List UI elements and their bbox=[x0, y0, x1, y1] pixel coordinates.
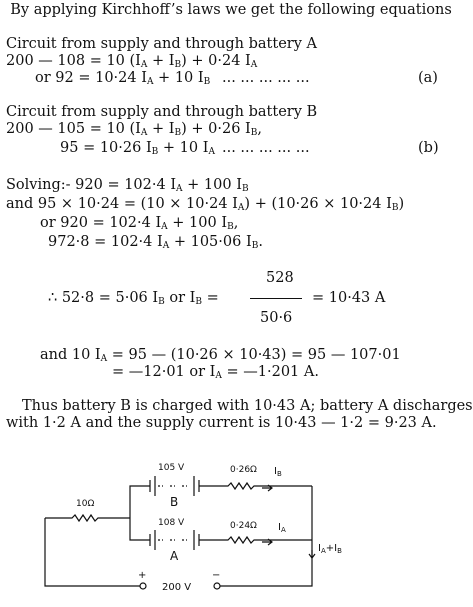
supply-plus: + bbox=[138, 570, 146, 581]
arrow-total bbox=[308, 550, 316, 559]
eq-a-dots: ... ... ... ... ... bbox=[222, 70, 310, 86]
battery-a-plates bbox=[149, 530, 200, 550]
total-current-label: IA+IB bbox=[318, 543, 342, 555]
fraction-line: ∴ 52·8 = 5·06 IB or IB = bbox=[48, 290, 219, 307]
fraction-numerator: 528 bbox=[266, 270, 294, 286]
battery-b-voltage: 105 V bbox=[158, 463, 185, 473]
supply-terminal-plus bbox=[139, 582, 147, 590]
battery-a-voltage: 108 V bbox=[158, 518, 185, 528]
circuit-diagram: 105 V B 0·26Ω IB 108 V A 0·24Ω IA 10Ω IA… bbox=[44, 463, 342, 593]
circuit-supply-right bbox=[220, 542, 313, 587]
circuit-outer-loop bbox=[44, 518, 140, 587]
eq-b-label: (b) bbox=[418, 140, 439, 156]
eq-b2: 95 = 10·26 IB + 10 IA bbox=[60, 140, 215, 157]
left-resistor-label: 10Ω bbox=[76, 499, 94, 509]
conclusion-line-2: with 1·2 A and the supply current is 10·… bbox=[6, 415, 437, 431]
eq-a-label: (a) bbox=[418, 70, 438, 86]
battery-b-plates bbox=[149, 476, 200, 496]
resistor-a bbox=[199, 535, 312, 545]
resistor-b bbox=[199, 481, 312, 491]
fraction-denominator: 50·6 bbox=[260, 310, 293, 326]
supply-minus: − bbox=[212, 570, 220, 581]
current-b-label: IB bbox=[274, 466, 282, 478]
page-heading: By applying Kirchhoff’s laws we get the … bbox=[10, 2, 452, 18]
arrow-ia bbox=[262, 538, 273, 546]
arrow-ib bbox=[262, 484, 273, 492]
solve-line-4: 972·8 = 102·4 IA + 105·06 IB. bbox=[48, 234, 263, 251]
section-a-title: Circuit from supply and through battery … bbox=[6, 36, 317, 52]
supply-terminal-minus bbox=[213, 582, 221, 590]
battery-b-label: B bbox=[170, 495, 178, 509]
battery-a-label: A bbox=[170, 549, 179, 563]
solve-line-3: or 920 = 102·4 IA + 100 IB, bbox=[40, 215, 239, 232]
ia-line-1: and 10 IA = 95 — (10·26 × 10·43) = 95 — … bbox=[40, 347, 401, 364]
resistor-b-label: 0·26Ω bbox=[230, 465, 257, 475]
eq-a2: or 92 = 10·24 IA + 10 IB bbox=[35, 70, 211, 87]
fraction-bar bbox=[250, 298, 302, 299]
supply-voltage: 200 V bbox=[162, 582, 191, 593]
resistor-a-label: 0·24Ω bbox=[230, 521, 257, 531]
eq-b-dots: ... ... ... ... ... bbox=[222, 140, 310, 156]
eq-b1: 200 — 105 = 10 (IA + IB) + 0·26 IB, bbox=[6, 121, 263, 138]
circuit-left-resistor bbox=[45, 513, 130, 523]
current-a-label: IA bbox=[278, 522, 286, 534]
conclusion-line-1: Thus battery B is charged with 10·43 A; … bbox=[22, 398, 473, 414]
solve-line-1: Solving:- 920 = 102·4 IA + 100 IB bbox=[6, 177, 249, 194]
fraction-result: = 10·43 A bbox=[312, 290, 386, 306]
section-b-title: Circuit from supply and through battery … bbox=[6, 104, 318, 120]
solve-line-2: and 95 × 10·24 = (10 × 10·24 IA) + (10·2… bbox=[6, 196, 405, 213]
circuit-left-junction bbox=[129, 485, 150, 541]
ia-line-2: = —12·01 or IA = —1·201 A. bbox=[112, 364, 319, 381]
eq-a1: 200 — 108 = 10 (IA + IB) + 0·24 IA bbox=[6, 53, 258, 70]
